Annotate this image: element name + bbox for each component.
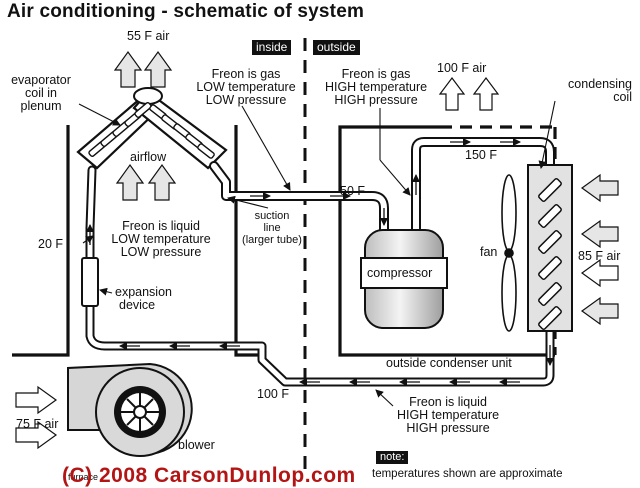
- blower-label: blower: [178, 438, 215, 452]
- compressor: [360, 229, 448, 329]
- leader-lines: [78, 100, 556, 407]
- compressor-label: compressor: [367, 266, 433, 280]
- flow-arrows: [86, 138, 554, 386]
- evaporator-label: evaporator coil in plenum: [11, 73, 71, 113]
- inside-label: inside: [252, 40, 292, 55]
- air-100-label: 100 F air: [437, 61, 487, 75]
- page-title: Air conditioning - schematic of system: [7, 1, 365, 22]
- evaporator-coil: [76, 87, 228, 170]
- temp-20-label: 20 F: [38, 237, 64, 251]
- condenser-fan: [501, 174, 517, 332]
- suction-line-label: suction line (larger tube): [242, 210, 302, 246]
- freon-gas-high-label: Freon is gas HIGH temperature HIGH press…: [324, 67, 428, 107]
- freon-liquid-low-label: Freon is liquid LOW temperature LOW pres…: [111, 219, 211, 259]
- note-text: temperatures shown are approximate: [372, 468, 563, 480]
- copyright-watermark: (C) 2008 CarsonDunlop.com: [62, 464, 356, 487]
- suction-line-pipe: [209, 161, 389, 237]
- temp-50-label: 50 F: [340, 184, 366, 198]
- air-arrows: [15, 50, 619, 450]
- expansion-device-label: expansion device: [115, 285, 172, 312]
- airflow-label: airflow: [130, 150, 167, 164]
- outside-label: outside: [313, 40, 360, 55]
- liquid-line-pipe: [85, 165, 555, 387]
- temp-100-label: 100 F: [257, 387, 289, 401]
- condensing-coil: [527, 164, 573, 332]
- note-label: note:: [376, 451, 409, 464]
- temp-150-label: 150 F: [465, 148, 497, 162]
- air-85-label: 85 F air: [578, 249, 621, 263]
- furnace-label: furnace: [68, 472, 99, 482]
- furnace-plenum-outline: [12, 125, 262, 357]
- condensing-coil-label: condensing coil: [568, 77, 632, 104]
- blower: [67, 362, 193, 457]
- freon-liquid-high-label: Freon is liquid HIGH temperature HIGH pr…: [396, 395, 500, 435]
- outside-unit-label: outside condenser unit: [386, 356, 512, 370]
- hot-gas-line-pipe: [411, 137, 555, 245]
- air-75-label: 75 F air: [16, 417, 59, 431]
- freon-gas-low-label: Freon is gas LOW temperature LOW pressur…: [196, 67, 296, 107]
- expansion-device: [81, 257, 99, 307]
- fan-label: fan: [480, 245, 498, 259]
- air-55-label: 55 F air: [127, 29, 170, 43]
